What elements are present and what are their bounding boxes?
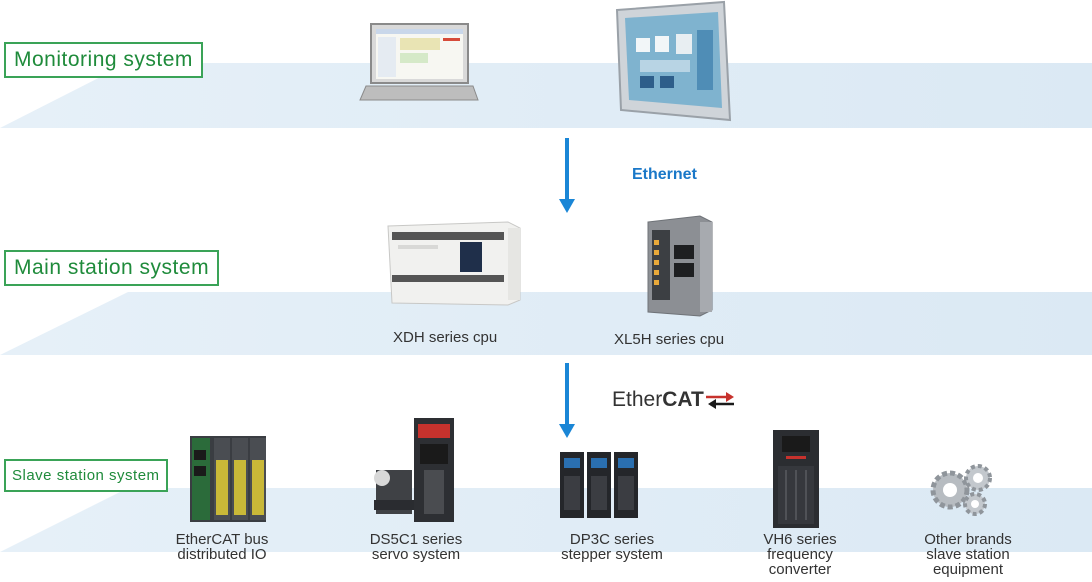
- laptop-icon: [359, 23, 479, 101]
- monitoring-system-label: Monitoring system: [4, 42, 203, 78]
- ethernet-arrow: [559, 138, 575, 213]
- main-station-plane: [0, 292, 1092, 355]
- vfd-caption: VH6 series frequency converter: [763, 531, 837, 578]
- slave-station-system-label: Slave station system: [4, 459, 168, 492]
- ethercat-arrow: [559, 363, 575, 438]
- io-module-icon: [190, 436, 266, 522]
- plc-cpu-icon: [387, 221, 521, 306]
- gears-icon: [930, 464, 992, 516]
- ethercat-logo-arrows: [706, 392, 734, 409]
- main-station-system-label: Main station system: [4, 250, 220, 286]
- io-caption: EtherCAT bus distributed IO: [175, 531, 269, 563]
- ethercat-prefix: Ether: [612, 388, 663, 411]
- ethercat-label: EtherCAT: [612, 388, 704, 412]
- inverter-icon: [773, 430, 819, 528]
- monitoring-plane: [0, 63, 1092, 128]
- ethernet-label: Ethernet: [632, 166, 697, 183]
- xdh-caption: XDH series cpu: [393, 329, 498, 346]
- compact-plc-icon: [647, 215, 713, 317]
- servo-caption: DS5C1 series servo system: [369, 531, 463, 563]
- servo-drive-icon: [374, 418, 454, 522]
- ethercat-suffix: CAT: [662, 388, 704, 411]
- stepper-caption: DP3C series stepper system: [561, 531, 663, 563]
- stepper-drive-icon: [560, 452, 638, 518]
- other-equipment-caption: Other brands slave station equipment: [924, 531, 1012, 578]
- xl5h-caption: XL5H series cpu: [614, 331, 725, 348]
- touch-panel-icon: [615, 0, 732, 122]
